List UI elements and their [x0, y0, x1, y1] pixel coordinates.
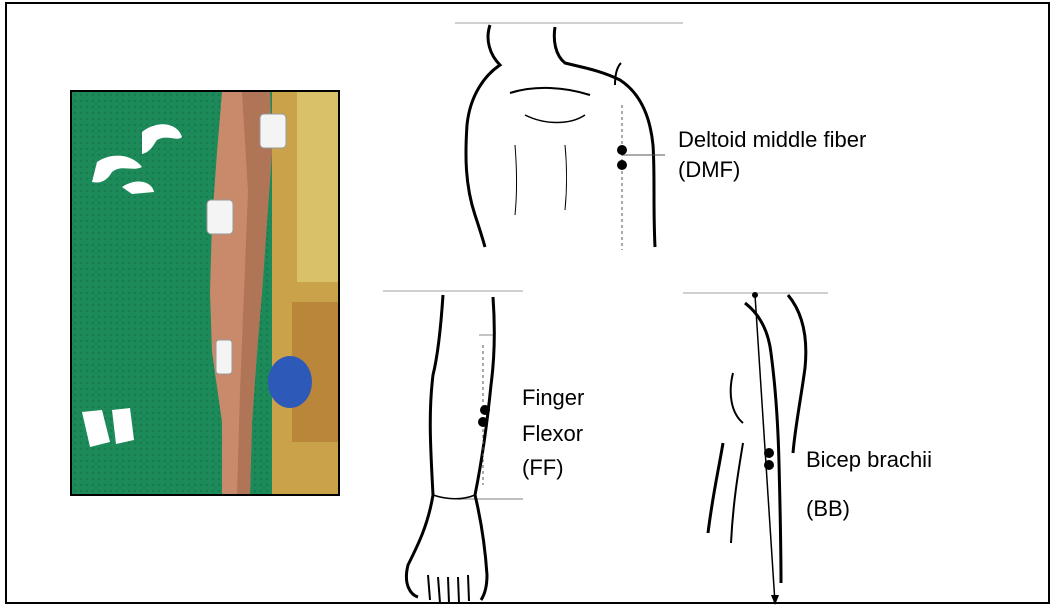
bb-upperarm-diagram: [683, 283, 833, 605]
bb-label-line1: Bicep brachii: [806, 446, 932, 474]
dmf-label-line2: (DMF): [678, 156, 740, 184]
arm-photo-illustration: [72, 92, 338, 494]
ff-forearm-diagram: [383, 285, 525, 605]
ff-electrode-bottom: [478, 417, 488, 427]
dmf-electrode-bottom: [617, 160, 627, 170]
arm-photo: [70, 90, 340, 496]
bb-label-line2: (BB): [806, 495, 850, 523]
ff-label-line1: Finger: [522, 384, 584, 412]
bb-electrode-bottom: [764, 460, 774, 470]
bb-electrode-top: [764, 448, 774, 458]
dmf-label-line1: Deltoid middle fiber: [678, 126, 866, 154]
ff-label-line3: (FF): [522, 454, 564, 482]
dmf-shoulder-diagram: [455, 15, 685, 250]
ff-electrode-top: [480, 405, 490, 415]
ff-label-line2: Flexor: [522, 420, 583, 448]
dmf-electrode-top: [617, 145, 627, 155]
